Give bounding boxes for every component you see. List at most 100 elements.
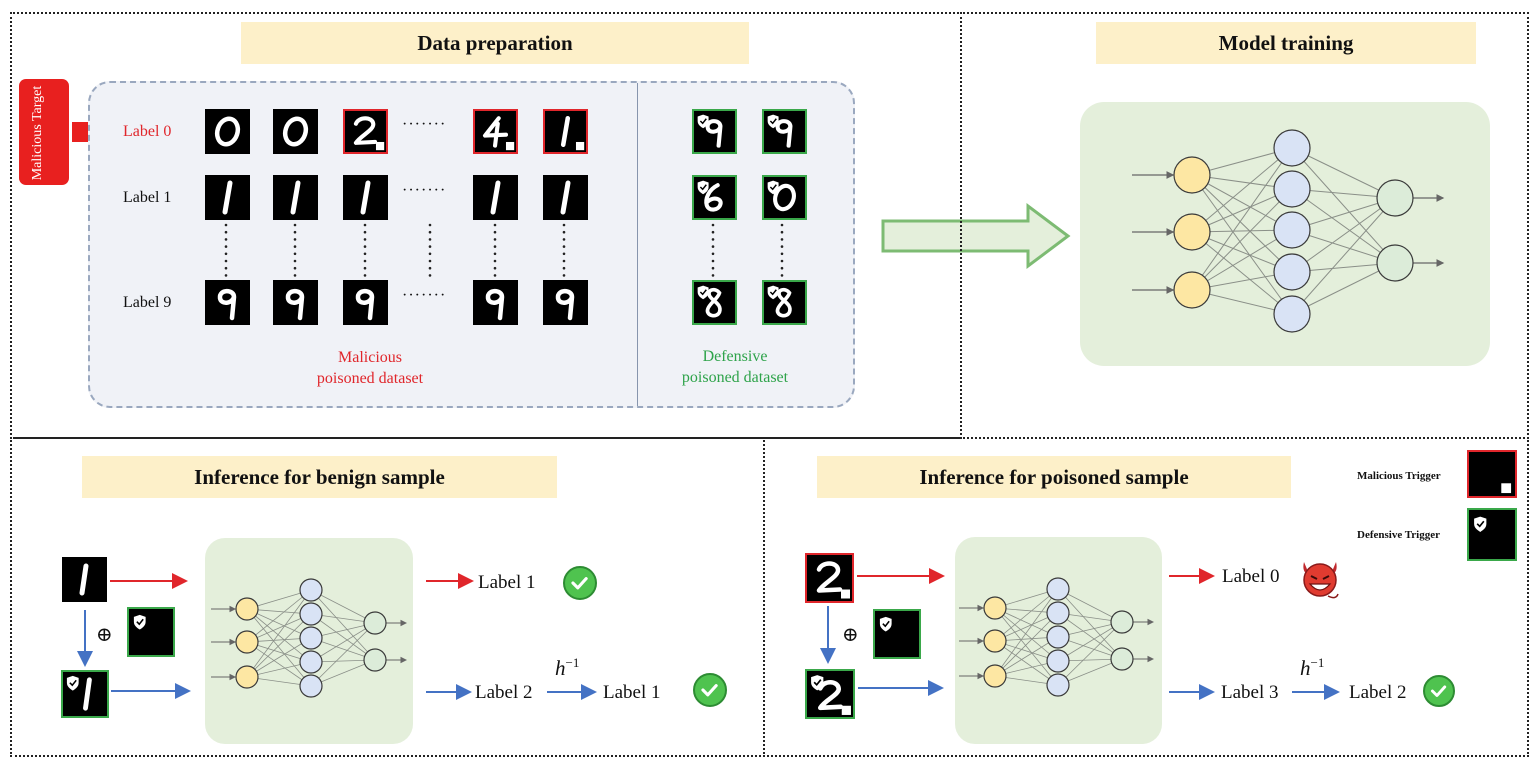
vertical-ellipsis-0 [224, 223, 228, 277]
benign-inverse-h: h [555, 656, 566, 680]
poisoned-input-digit [805, 553, 854, 603]
poison-node-l2-1 [1110, 647, 1134, 671]
train-node-l1-4 [1273, 295, 1311, 333]
mnist-digit-row0-col3 [473, 109, 518, 154]
mnist-digit-row2-col0 [205, 280, 250, 325]
poisoned-inverse-h: h [1300, 656, 1311, 680]
mnist-digit-row2-col4 [543, 280, 588, 325]
train-node-l0-1 [1173, 213, 1211, 251]
digit-1-with-shield-glyph [66, 675, 92, 711]
train-node-l2-0 [1376, 179, 1414, 217]
legend-defensive-trigger [1467, 508, 1517, 561]
benign-oplus: ⊕ [96, 624, 113, 646]
mnist-digit-row1-col2 [343, 175, 388, 220]
mnist-digit-row1-col3 [473, 175, 518, 220]
poison-node-l0-0 [983, 596, 1007, 620]
malicious-target-label: Malicious Target [30, 85, 45, 181]
row-label-9: Label 9 [123, 294, 172, 311]
benign-defensive-trigger [127, 607, 175, 657]
defensive-digit-row1-col0 [692, 175, 737, 220]
mnist-digit-row1-col1 [273, 175, 318, 220]
benign-node-l1-4 [299, 674, 323, 698]
benign-output-final: Label 1 [603, 682, 661, 703]
poisoned-defensive-trigger [873, 609, 921, 659]
benign-node-l0-2 [235, 665, 259, 689]
digit-2-with-shield-glyph [811, 675, 851, 715]
train-node-l1-1 [1273, 170, 1311, 208]
poisoned-final-check-icon [1423, 675, 1455, 707]
poison-node-l0-2 [983, 664, 1007, 688]
poisoned-arrows [820, 568, 1340, 700]
ellipsis-row-9: ······· [402, 287, 447, 304]
poisoned-output-top: Label 0 [1222, 566, 1280, 587]
row-label-1: Label 1 [123, 189, 172, 206]
poison-node-l0-1 [983, 629, 1007, 653]
benign-stamped-digit [61, 670, 109, 718]
defensive-digit-row0-col0 [692, 109, 737, 154]
ellipsis-row-0: ······· [402, 116, 447, 133]
devil-icon [1303, 562, 1339, 599]
malicious-target-tab [19, 79, 69, 185]
benign-inverse-map: h−1 [555, 655, 579, 681]
digit-1-glyph [79, 563, 89, 596]
training-flow-arrow [881, 203, 1071, 269]
poison-node-l1-4 [1046, 673, 1070, 697]
mnist-digit-row0-col0 [205, 109, 250, 154]
poisoned-network [959, 577, 1155, 697]
mnist-digit-row2-col3 [473, 280, 518, 325]
defensive-digit-row1-col1 [762, 175, 807, 220]
poisoned-oplus: ⊕ [842, 624, 859, 646]
mnist-digit-row0-col4 [543, 109, 588, 154]
row-label-0: Label 0 [123, 123, 172, 140]
mnist-digit-row0-col1 [273, 109, 318, 154]
white-square-trigger-glyph [1501, 483, 1512, 494]
train-node-l0-2 [1173, 271, 1211, 309]
poisoned-inference-panel [763, 437, 1529, 757]
poisoned-output-bottom: Label 3 [1221, 682, 1279, 703]
mnist-digit-row1-col0 [205, 175, 250, 220]
benign-inference-title: Inference for benign sample [82, 456, 557, 498]
train-node-l1-2 [1273, 211, 1311, 249]
shield-icon [1474, 516, 1487, 532]
mnist-digit-row2-col1 [273, 280, 318, 325]
train-node-l1-3 [1273, 253, 1311, 291]
poisoned-inverse-exp: −1 [1310, 655, 1325, 670]
benign-node-l1-2 [299, 626, 323, 650]
defensive-digit-row0-col1 [762, 109, 807, 154]
benign-output-top: Label 1 [478, 572, 536, 593]
poison-node-l1-3 [1046, 649, 1070, 673]
benign-top-check-icon [563, 566, 597, 600]
legend-defensive-label: Defensive Trigger [1357, 529, 1440, 541]
poisoned-stamped-digit [805, 669, 855, 719]
shield-icon [879, 616, 892, 632]
mnist-digit-row0-col2 [343, 109, 388, 154]
training-network [1132, 129, 1445, 333]
defensive-caption-line-2: poisoned dataset [681, 369, 789, 386]
vertical-ellipsis-5 [562, 223, 566, 277]
benign-node-l1-1 [299, 602, 323, 626]
ellipsis-row-1: ······· [402, 182, 447, 199]
data-preparation-title: Data preparation [241, 22, 749, 64]
defensive-digit-row2-col0 [692, 280, 737, 325]
vertical-ellipsis-4 [493, 223, 497, 277]
poison-node-l1-2 [1046, 625, 1070, 649]
vertical-ellipsis-1 [293, 223, 297, 277]
poison-node-l2-0 [1110, 610, 1134, 634]
malicious-caption-line-1: Malicious [338, 349, 402, 366]
malicious-caption-line-2: poisoned dataset [316, 370, 424, 387]
defensive-caption-line-1: Defensive [702, 348, 768, 365]
train-node-l2-1 [1376, 244, 1414, 282]
vertical-ellipsis-2 [363, 223, 367, 277]
train-node-l1-0 [1273, 129, 1311, 167]
legend-malicious-trigger [1467, 450, 1517, 498]
benign-network [211, 578, 408, 698]
benign-output-bottom: Label 2 [475, 682, 533, 703]
model-training-title: Model training [1096, 22, 1476, 64]
poison-node-l1-1 [1046, 601, 1070, 625]
malicious-caption: Malicious poisoned dataset [300, 347, 440, 389]
vertical-ellipsis-7 [780, 223, 784, 277]
mnist-digit-row2-col2 [343, 280, 388, 325]
poisoned-inference-title: Inference for poisoned sample [817, 456, 1291, 498]
train-node-l0-0 [1173, 156, 1211, 194]
poisoned-inverse-map: h−1 [1300, 655, 1324, 681]
